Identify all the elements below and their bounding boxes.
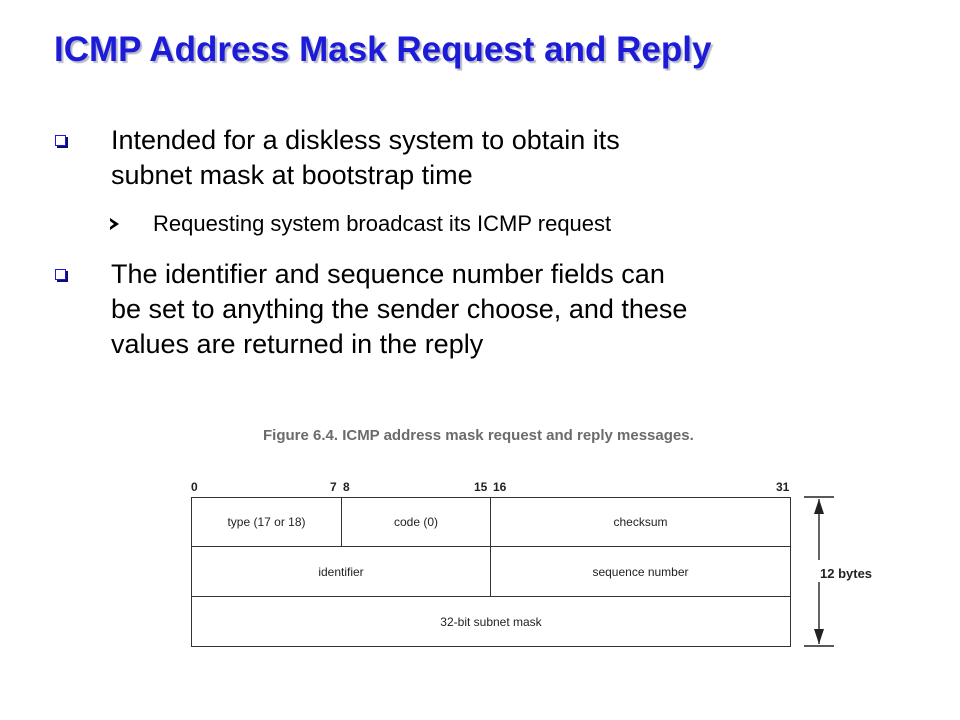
bullet-2-line-3: values are returned in the reply <box>111 329 484 359</box>
bullet-1: Intended for a diskless system to obtain… <box>55 123 620 193</box>
field-checksum: checksum <box>490 497 791 547</box>
field-subnet-mask: 32-bit subnet mask <box>191 596 791 647</box>
slide-title: ICMP Address Mask Request and Reply <box>54 30 712 69</box>
field-code: code (0) <box>341 497 491 547</box>
bullet-2-text: The identifier and sequence number field… <box>111 257 687 362</box>
bit-label-8: 8 <box>343 480 350 494</box>
figure-caption: Figure 6.4. ICMP address mask request an… <box>263 427 694 444</box>
size-dimension-arrow <box>804 496 834 647</box>
sub-bullet-1-text: Requesting system broadcast its ICMP req… <box>153 211 612 236</box>
bit-label-16: 16 <box>493 480 507 494</box>
arrow-bullet-icon <box>110 218 119 230</box>
bullet-2-line-1: The identifier and sequence number field… <box>111 259 665 289</box>
square-bullet-icon <box>55 269 66 280</box>
sub-bullet-1: Requesting system broadcast its ICMP req… <box>110 210 611 238</box>
bullet-1-text: Intended for a diskless system to obtain… <box>111 123 620 193</box>
bullet-2: The identifier and sequence number field… <box>55 257 687 362</box>
bit-label-31: 31 <box>776 480 790 494</box>
square-bullet-icon <box>55 135 66 146</box>
bullet-2-line-2: be set to anything the sender choose, an… <box>111 294 688 324</box>
field-identifier: identifier <box>191 546 491 597</box>
field-sequence-number: sequence number <box>490 546 791 597</box>
field-type: type (17 or 18) <box>191 497 342 547</box>
bullet-1-line-1: Intended for a diskless system to obtain… <box>111 125 620 155</box>
bit-label-15: 15 <box>474 480 488 494</box>
bit-label-7: 7 <box>330 480 337 494</box>
size-label: 12 bytes <box>820 566 873 581</box>
bit-label-0: 0 <box>191 480 198 494</box>
bullet-1-line-2: subnet mask at bootstrap time <box>111 160 473 190</box>
